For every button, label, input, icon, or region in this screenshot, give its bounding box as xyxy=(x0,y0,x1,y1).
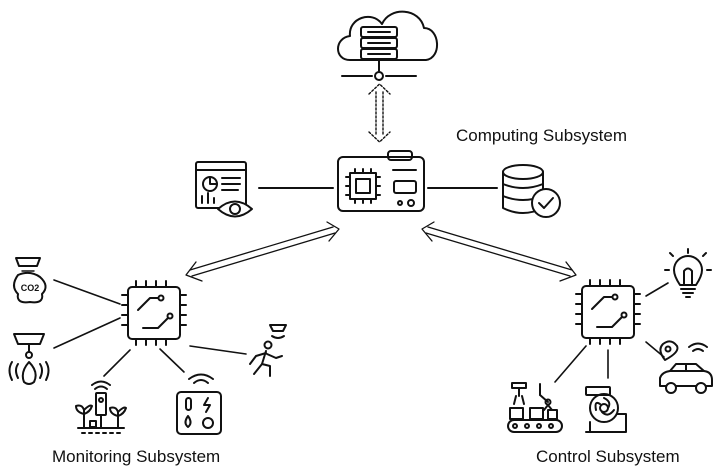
database-check-icon xyxy=(502,164,561,218)
computing-subsystem-label: Computing Subsystem xyxy=(456,126,628,145)
monitoring-subsystem-label: Monitoring Subsystem xyxy=(52,447,221,466)
control-subsystem-label: Control Subsystem xyxy=(536,447,680,466)
monitoring-links xyxy=(53,279,247,377)
control-chip-icon xyxy=(575,279,641,345)
dashboard-eye-icon xyxy=(195,161,253,218)
cloud-link-arrow xyxy=(368,83,391,143)
robot-conveyor-icon xyxy=(507,382,563,433)
fire-detector-icon xyxy=(8,333,50,385)
pump-fan-icon xyxy=(585,386,627,433)
connected-car-icon xyxy=(659,340,713,394)
soil-sensor-icon xyxy=(75,380,127,434)
temp-humidity-sensor-icon xyxy=(176,373,222,435)
cloud-server-icon xyxy=(337,10,438,81)
motion-sensor-icon xyxy=(249,324,287,377)
co2-text: CO2 xyxy=(21,283,40,293)
link-arrow-monitoring xyxy=(185,221,340,282)
monitoring-chip-icon xyxy=(121,280,187,346)
link-arrow-control xyxy=(421,221,577,282)
controller-board-icon xyxy=(337,150,425,212)
co2-detector-icon xyxy=(13,257,47,304)
light-bulb-icon xyxy=(664,248,712,298)
